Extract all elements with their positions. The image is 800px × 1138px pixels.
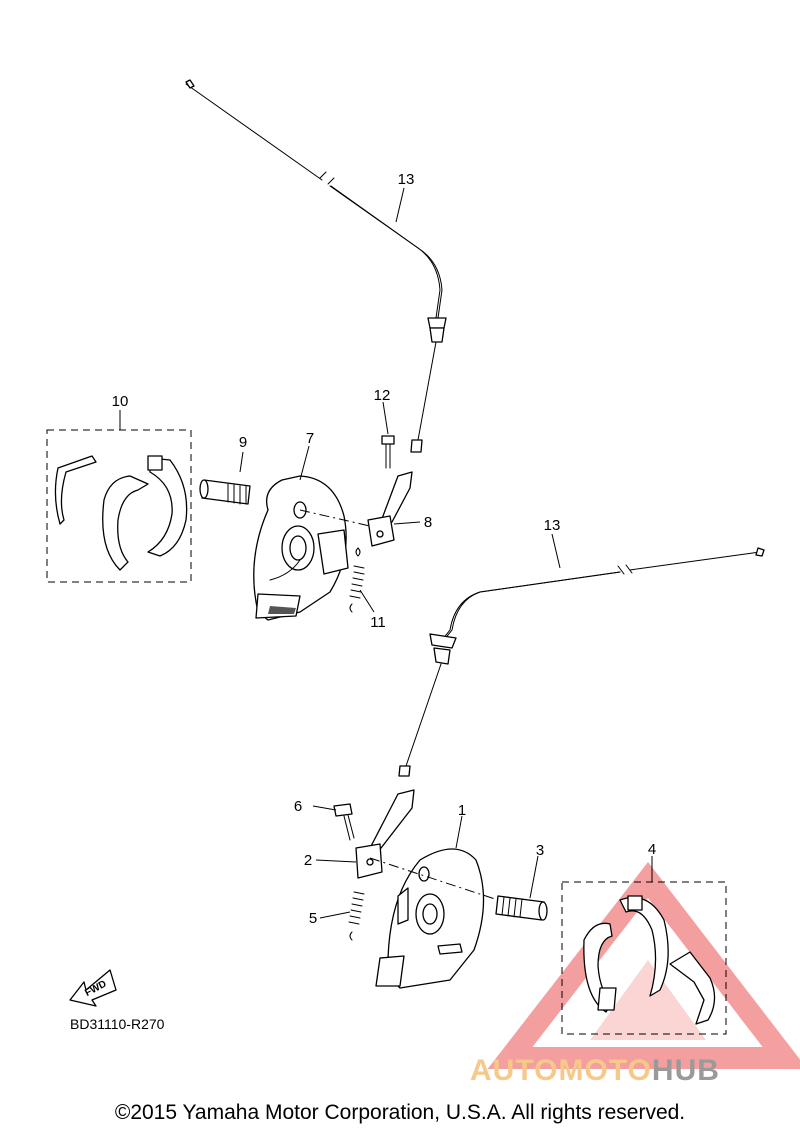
brake-shoe-box-upper <box>46 429 192 583</box>
copyright-notice: ©2015 Yamaha Motor Corporation, U.S.A. A… <box>114 1101 686 1124</box>
lower-brake-cable <box>398 547 765 777</box>
upper-brake-cable <box>185 79 447 453</box>
brake-lever-lower <box>333 789 415 879</box>
watermark-text: AUTOMOTOHUB <box>470 1054 720 1088</box>
return-spring-lower <box>348 891 365 941</box>
callout-9: 9 <box>239 434 247 451</box>
brake-lever-upper <box>367 435 413 547</box>
brake-panel-upper <box>253 475 349 621</box>
callout-7: 7 <box>306 430 314 447</box>
brake-shoe-set-lower <box>583 895 716 1025</box>
callout-13-upper: 13 <box>398 171 415 188</box>
watermark-logo <box>487 862 800 1069</box>
cam-shaft-upper <box>199 479 251 505</box>
watermark-part1: AUTOMOTO <box>470 1054 652 1087</box>
callout-3: 3 <box>536 842 544 859</box>
callout-1: 1 <box>458 802 466 819</box>
callout-5: 5 <box>309 910 317 927</box>
callout-8: 8 <box>424 514 432 531</box>
brake-shoe-set-upper <box>54 455 188 571</box>
callout-10: 10 <box>112 393 129 410</box>
brake-shoe-box-lower <box>561 881 727 1035</box>
callout-13-lower: 13 <box>544 517 561 534</box>
callout-2: 2 <box>304 852 312 869</box>
fwd-arrow-icon: FWD <box>69 969 117 1007</box>
callout-6: 6 <box>294 798 302 815</box>
reference-code: BD31110-R270 <box>70 1016 165 1032</box>
brake-panel-lower <box>375 848 485 989</box>
leader-lines <box>119 187 653 919</box>
callout-12: 12 <box>374 387 391 404</box>
watermark-part2: HUB <box>651 1054 720 1087</box>
callout-11: 11 <box>370 614 386 631</box>
cam-shaft-lower <box>495 895 548 921</box>
callout-4: 4 <box>648 841 656 858</box>
return-spring-upper <box>349 547 365 613</box>
